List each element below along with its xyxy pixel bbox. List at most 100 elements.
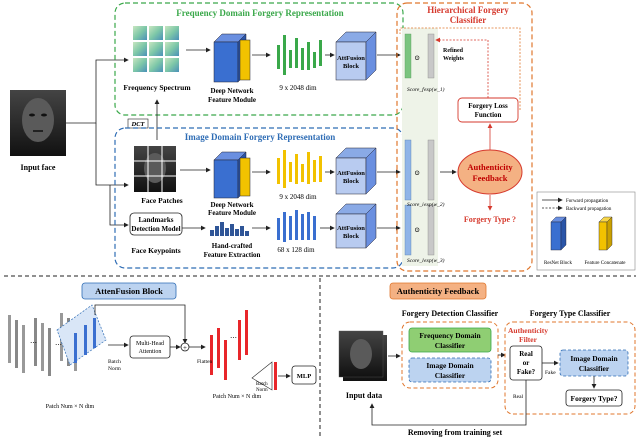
odot-1: ⊙ <box>414 54 420 62</box>
img-cls-label-2: Classifier <box>435 371 466 380</box>
legend-resnet-label: ResNet Block <box>544 261 572 266</box>
mlp-box <box>291 365 317 385</box>
attfusion-block-3 <box>335 203 377 249</box>
svg-text:⋯: ⋯ <box>30 339 37 347</box>
weight-bar-1 <box>427 33 435 79</box>
forgery-type-box <box>504 321 636 415</box>
feature-module-1-label: Feature Module <box>208 96 256 104</box>
handcrafted-label-2: Feature Extraction <box>204 251 261 259</box>
img-cls-label-1: Image Domain <box>426 361 474 370</box>
refined-label-2: Weights <box>443 56 464 62</box>
input-data-label: Input data <box>346 391 382 400</box>
batch-norm2-label-1: Batch <box>256 382 268 387</box>
frequency-feature-bars <box>277 35 322 75</box>
score-bar-freq <box>404 33 412 79</box>
legend-forward-label: Forward propagation <box>566 199 609 204</box>
frequency-spectrum-image <box>133 26 179 72</box>
removing-label: Removing from training set <box>408 428 503 437</box>
attenfusion-title: AttenFusion Block <box>95 286 163 296</box>
real-or-fake-label-1: Real <box>519 350 533 358</box>
attention-bar-1 <box>84 325 87 355</box>
hierarchical-title-1: Hierarchical Forgery <box>427 5 509 15</box>
score-l-label: Score_l <box>407 258 424 264</box>
legend-concat-label: Feature Concatenate <box>585 261 627 266</box>
attfusion-1-label-b: Block <box>343 63 359 70</box>
authenticity-feedback-node <box>457 149 523 195</box>
score-i-label: Score_i <box>407 202 424 208</box>
batch-norm-label-2: Norm <box>108 366 122 372</box>
patch-label-2: Patch Num × N dim <box>213 394 262 400</box>
mha-label-1: Multi-Head <box>136 341 164 347</box>
authenticity-feedback-title: Authenticity Feedback <box>397 286 480 296</box>
weight-bar-2 <box>427 139 435 201</box>
attfusion-2-label-b: Block <box>343 178 359 185</box>
hierarchical-classifier-box <box>396 2 533 272</box>
real-or-fake-label-2: or <box>523 359 530 367</box>
real-label: Real <box>513 394 524 400</box>
forgery-type-classifier-title: Forgery Type Classifier <box>530 309 611 318</box>
plus-sign: + <box>183 344 187 352</box>
image-domain-classifier-box[interactable] <box>408 357 492 383</box>
svg-text:⋯: ⋯ <box>55 341 62 349</box>
attention-bar-2 <box>93 318 96 348</box>
face-keypoints-label: Face Keypoints <box>131 246 180 255</box>
dim-kp-label: 68 x 128 dim <box>277 246 315 254</box>
img-cls-r-label-2: Classifier <box>579 364 610 373</box>
legend-concat-icon <box>598 216 613 251</box>
auth-filter-label-2: Filter <box>519 335 538 344</box>
attfusion-block-2 <box>335 147 377 195</box>
authenticity-label-2: Feedback <box>473 173 508 183</box>
deep-network-module-2 <box>213 151 251 199</box>
image-domain-box <box>114 127 404 269</box>
landmarks-label-2: Detection Model <box>131 225 180 233</box>
keypoint-feature-bars <box>277 210 316 242</box>
attfusion-3-label-a: AttFusion <box>337 225 365 232</box>
input-data-image <box>338 330 387 381</box>
score-f-label: Score_f <box>407 86 425 93</box>
image-feature-bars <box>277 150 322 188</box>
refined-label-1: Refined <box>443 48 464 54</box>
attenfusion-title-box <box>81 282 177 300</box>
deep-network-2-label: Deep Network <box>211 201 254 209</box>
flattened-vector <box>274 362 277 390</box>
deep-network-1-label: Deep Network <box>211 87 254 95</box>
odot-3: ⊙ <box>414 226 420 234</box>
img-cls-r-label-1: Image Domain <box>570 354 618 363</box>
patch-label-1: Patch Num × N dim <box>46 404 95 410</box>
score-bar-img <box>404 139 412 201</box>
fake-label: Fake <box>545 370 556 376</box>
attention-plane <box>56 304 107 366</box>
attention-bar-3 <box>74 333 77 363</box>
flatten-label: Flatten <box>197 359 213 365</box>
loss-label-2: Function <box>475 111 502 119</box>
batch-norm2-label-2: Norm <box>256 388 268 393</box>
face-patches-image <box>134 146 176 192</box>
frequency-domain-classifier-box[interactable] <box>408 327 492 353</box>
attenfusion-output-bars: ⋯ <box>210 310 248 380</box>
svg-text:⋯: ⋯ <box>230 334 237 342</box>
real-or-fake-label-3: Fake? <box>517 368 536 376</box>
input-face-label: Input face <box>21 163 56 172</box>
frequency-domain-title: Frequency Domain Forgery Representation <box>176 8 343 18</box>
frequency-spectrum-label: Frequency Spectrum <box>123 83 191 92</box>
freq-cls-label-1: Frequency Domain <box>419 331 481 340</box>
landmarks-label-1: Landmarks <box>138 216 173 224</box>
attfusion-2-label-a: AttFusion <box>337 170 365 177</box>
legend-backward-label: Backward propagation <box>566 207 612 212</box>
image-domain-title: Image Domain Forgery Representation <box>185 132 336 142</box>
auth-filter-label-1: Authenticity <box>508 326 548 335</box>
mlp-label: MLP <box>297 373 311 380</box>
deep-network-module-1 <box>213 33 251 83</box>
handcrafted-label-1: Hand-crafted <box>212 242 253 250</box>
exp-2-label: exp(w_2) <box>424 201 445 208</box>
face-patches-label: Face Patches <box>141 196 183 205</box>
dim-img-label: 9 x 2048 dim <box>279 193 317 201</box>
authenticity-label-1: Authenticity <box>467 162 513 172</box>
hierarchical-title-2: Classifier <box>450 15 487 25</box>
forgery-type-result-label: Forgery Type? <box>570 394 617 403</box>
dct-label: DCT <box>131 121 146 128</box>
flatten-funnel <box>251 361 273 391</box>
exp-3-label: exp(w_3) <box>424 257 445 264</box>
mha-label-2: Attention <box>139 349 162 355</box>
